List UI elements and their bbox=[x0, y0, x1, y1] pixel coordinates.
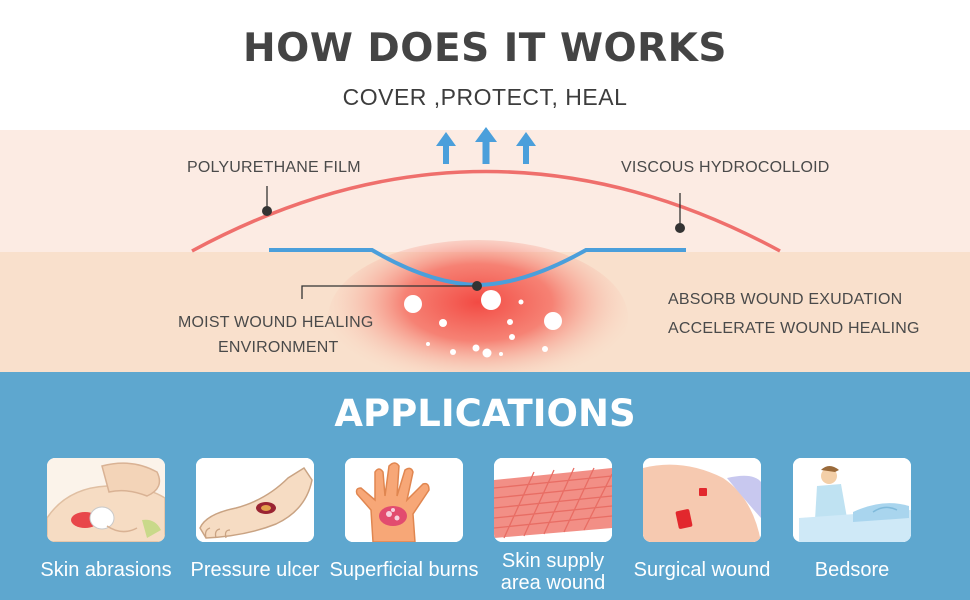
pressure-ulcer-card bbox=[196, 458, 314, 542]
moist-leader bbox=[301, 285, 477, 299]
bubble bbox=[404, 295, 422, 313]
exudate-bubbles bbox=[404, 290, 562, 358]
skin-abrasions-illustration bbox=[47, 458, 165, 542]
up-arrows bbox=[436, 127, 536, 164]
up-arrow-icon bbox=[436, 132, 456, 164]
surgical-wound-illustration bbox=[643, 458, 761, 542]
applications-title: APPLICATIONS bbox=[334, 392, 636, 435]
polyurethane-film-label: POLYURETHANE FILM bbox=[187, 159, 361, 176]
leader-dots bbox=[262, 206, 685, 291]
bubble bbox=[499, 352, 503, 356]
bedsore-card bbox=[793, 458, 911, 542]
superficial-burns-card bbox=[345, 458, 463, 542]
applications-section: APPLICATIONS bbox=[0, 372, 970, 600]
bubble bbox=[439, 319, 447, 327]
surgical-wound-label: Surgical wound bbox=[633, 559, 771, 581]
bubble bbox=[509, 334, 515, 340]
bubble bbox=[518, 299, 524, 305]
skin-supply-label-line1: Skin supply bbox=[501, 550, 605, 572]
up-arrow-icon bbox=[516, 132, 536, 164]
page-title: HOW DOES IT WORKS bbox=[243, 26, 727, 71]
polyurethane-dot bbox=[262, 206, 272, 216]
bubble bbox=[542, 346, 548, 352]
surgical-wound-card bbox=[643, 458, 761, 542]
viscous-hydrocolloid-label: VISCOUS HYDROCOLLOID bbox=[621, 159, 830, 176]
skin-supply-card bbox=[494, 458, 612, 542]
bubble bbox=[507, 319, 513, 325]
how-it-works-section: HOW DOES IT WORKS COVER ,PROTECT, HEAL bbox=[0, 26, 970, 372]
bubble bbox=[482, 348, 492, 358]
absorb-exudation-label: ABSORB WOUND EXUDATION bbox=[668, 291, 903, 308]
bubble bbox=[426, 342, 430, 346]
skin-abrasions-card bbox=[47, 458, 165, 542]
moist-environment-label-line1: MOIST WOUND HEALING bbox=[178, 314, 374, 331]
accelerate-healing-label: ACCELERATE WOUND HEALING bbox=[668, 320, 920, 337]
moist-environment-label-line2: ENVIRONMENT bbox=[218, 339, 339, 356]
up-arrow-icon bbox=[475, 127, 497, 164]
dressing-diagram bbox=[191, 127, 781, 372]
superficial-burns-illustration bbox=[345, 458, 463, 542]
pressure-ulcer-illustration bbox=[196, 458, 314, 542]
moist-dot bbox=[472, 281, 482, 291]
bedsore-label: Bedsore bbox=[814, 559, 890, 581]
polyurethane-film-line bbox=[191, 169, 781, 253]
superficial-burns-label: Superficial burns bbox=[329, 559, 479, 581]
bedsore-illustration bbox=[793, 458, 911, 542]
skin-supply-label-line2: area wound bbox=[500, 572, 606, 594]
bubble bbox=[472, 344, 480, 352]
bubble bbox=[450, 349, 456, 355]
hydrocolloid-dot bbox=[675, 223, 685, 233]
pressure-ulcer-label: Pressure ulcer bbox=[190, 559, 320, 581]
skin-abrasions-label: Skin abrasions bbox=[40, 559, 172, 581]
bubble bbox=[544, 312, 562, 330]
skin-supply-illustration bbox=[494, 458, 612, 542]
page-subtitle: COVER ,PROTECT, HEAL bbox=[342, 84, 628, 110]
bubble bbox=[481, 290, 501, 310]
wound-area bbox=[328, 240, 628, 372]
